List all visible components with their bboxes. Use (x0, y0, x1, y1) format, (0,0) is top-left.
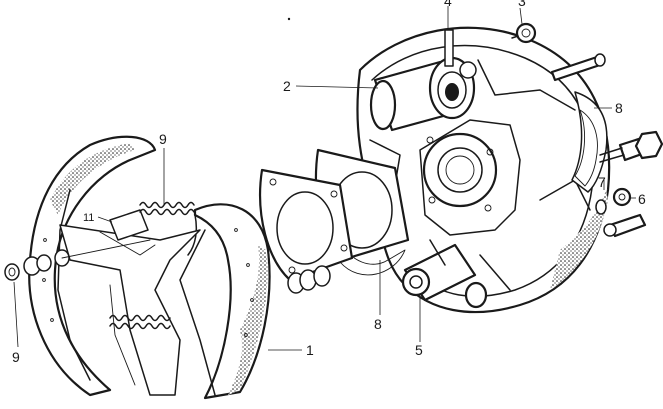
callout-11: 11 (83, 212, 94, 224)
callout-1: 1 (306, 342, 314, 358)
callout-8-right: 8 (615, 100, 623, 116)
stray-mark (287, 17, 291, 21)
gasket-inner (259, 168, 354, 282)
return-spring-lower (109, 314, 171, 330)
nut-washer-stack (287, 265, 331, 294)
callout-8-bottom: 8 (374, 316, 382, 332)
callout-4: 4 (444, 0, 452, 9)
return-spring-upper (139, 201, 195, 216)
wheel-cylinder-upper (369, 29, 477, 132)
callout-6: 6 (638, 191, 646, 207)
brake-shoe-right (179, 203, 271, 400)
callout-labels: 1 2 3 4 5 6 7 8 8 9 9 11 (12, 0, 646, 365)
bleed-screw (511, 22, 537, 44)
callout-3: 3 (518, 0, 526, 9)
leader-lines (13, 6, 636, 351)
callout-9-top: 9 (159, 131, 167, 147)
mounting-bolt-upper (550, 53, 606, 82)
callout-9-left: 9 (12, 349, 20, 365)
brake-shoe-left (28, 135, 157, 397)
callout-7: 7 (598, 174, 606, 190)
mounting-bolts-right (595, 130, 663, 238)
callout-2: 2 (283, 78, 291, 94)
brake-adjuster (401, 239, 488, 309)
callout-5: 5 (415, 342, 423, 358)
hold-down-pin-left (4, 239, 151, 281)
shoe-lever-assembly (59, 209, 201, 396)
